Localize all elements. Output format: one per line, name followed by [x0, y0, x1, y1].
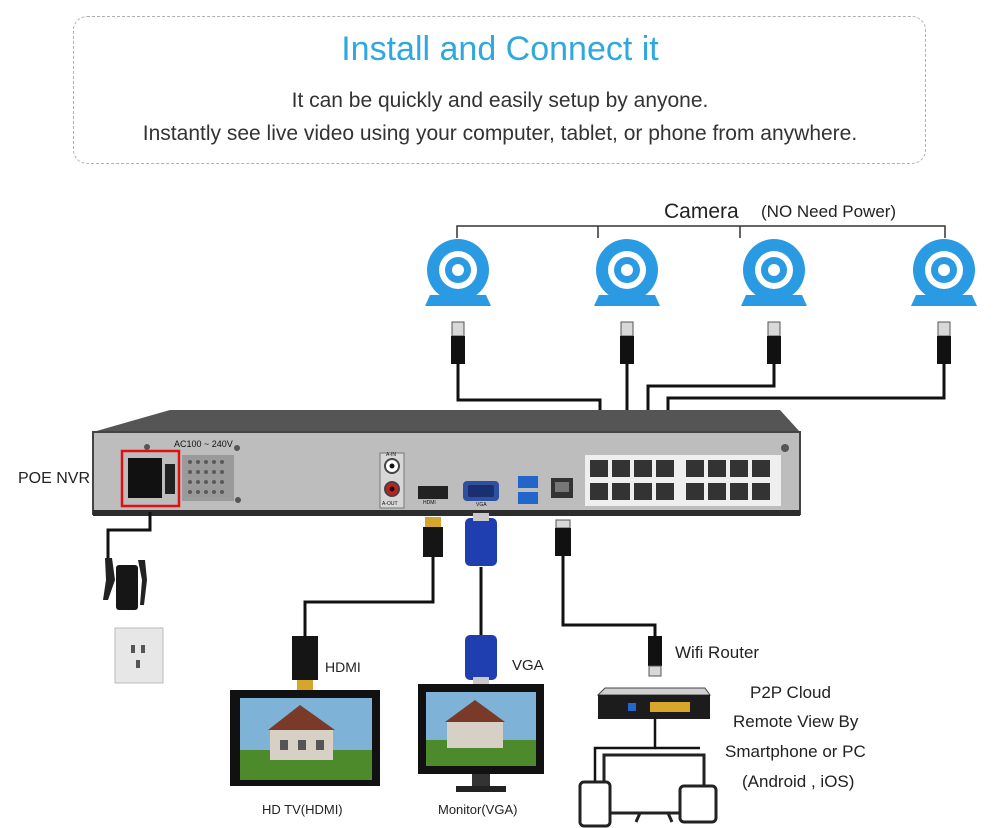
audio-out-label: A-OUT [382, 501, 398, 507]
audio-in-label: A-IN [386, 452, 396, 458]
nvr-label: POE NVR [18, 470, 91, 487]
cloud-line-3: Smartphone or PC [725, 742, 866, 761]
cloud-line-1: P2P Cloud [750, 683, 831, 702]
router-plug-icon [555, 519, 662, 677]
device-cables [593, 719, 700, 782]
hdmi-cable [303, 555, 435, 640]
camera-icon [594, 239, 660, 306]
wall-outlet-icon [114, 627, 164, 684]
subtitle-line-1: It can be quickly and easily setup by an… [291, 89, 709, 112]
vga-plug-icon [465, 513, 497, 685]
router-label: Wifi Router [675, 643, 760, 662]
camera-bracket [456, 225, 946, 238]
camera-cables [456, 364, 946, 414]
hdmi-label: HDMI [325, 659, 361, 675]
camera-icon [741, 239, 807, 306]
subtitle-line-2: Instantly see live video using your comp… [142, 122, 858, 145]
cloud-line-4: (Android , iOS) [742, 772, 855, 791]
camera-icon [425, 239, 491, 306]
hdtv-label: HD TV(HDMI) [262, 802, 343, 817]
power-adapter-icon [103, 512, 152, 610]
wifi-router-icon [596, 687, 711, 719]
page-title: Install and Connect it [341, 30, 659, 68]
camera-note: (NO Need Power) [761, 202, 897, 221]
power-rating-label: AC100 ~ 240V [174, 439, 233, 449]
devices-icon [578, 753, 718, 828]
monitor-label: Monitor(VGA) [438, 802, 518, 817]
hdmi-port-label: HDMI [423, 500, 436, 506]
hdmi-plug-icon [292, 517, 443, 690]
hd-tv-icon [230, 690, 380, 786]
vga-port-label: VGA [476, 502, 487, 508]
header-panel [73, 16, 926, 164]
camera-icon [911, 239, 977, 306]
nvr-device [92, 410, 801, 516]
router-cable [561, 555, 657, 636]
monitor-icon [418, 684, 544, 792]
camera-cable-plug-icon [451, 321, 951, 364]
camera-label: Camera [664, 200, 739, 223]
cloud-line-2: Remote View By [733, 712, 859, 731]
vga-label: VGA [512, 657, 544, 674]
